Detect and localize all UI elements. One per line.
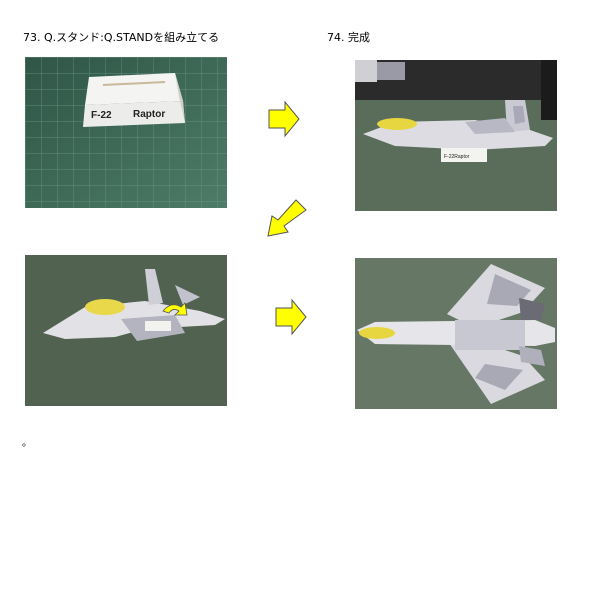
arrow-down-left xyxy=(262,196,310,248)
stand-label-model: F-22 xyxy=(91,110,112,121)
step-73-text: Q.スタンド:Q.STANDを組み立てる xyxy=(44,31,220,44)
step-73-number: 73. xyxy=(23,31,41,44)
photo-complete-side: F-22Raptor xyxy=(355,60,557,211)
arrow-right-bottom xyxy=(274,298,308,340)
photo-stand: F-22 Raptor xyxy=(25,57,227,208)
arrow-right-top xyxy=(267,100,301,142)
photo-attach xyxy=(25,255,227,406)
side-decal: F-22Raptor xyxy=(444,154,470,160)
step-74-number: 74. xyxy=(327,31,345,44)
stand-label-name: Raptor xyxy=(133,109,165,120)
step-73-title: 73. Q.スタンド:Q.STANDを組み立てる xyxy=(23,29,219,45)
step-74-title: 74. 完成 xyxy=(327,29,370,45)
photo-complete-top xyxy=(355,258,557,409)
trailing-note: 。 xyxy=(22,438,32,449)
step-74-text: 完成 xyxy=(348,31,370,44)
